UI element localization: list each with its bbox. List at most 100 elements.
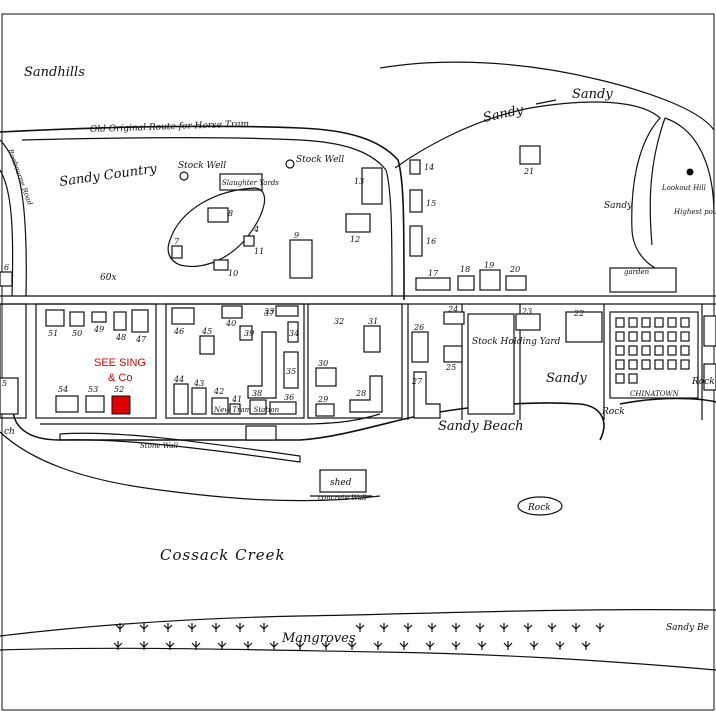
mangrove-icon [499, 623, 509, 632]
mangrove-icon [191, 641, 201, 650]
lot-25-building [443, 345, 463, 363]
lot-numbers: 6 7 8 9 10 11 12 13 14 15 16 17 18 19 20… [2, 163, 584, 404]
concrete-wall-label: concrete Wall [318, 494, 366, 502]
stock-well-2-label: Stock Well [296, 155, 344, 165]
lot-23-building [515, 313, 541, 331]
rock-label-1: Rock [527, 503, 551, 513]
mangrove-icon [163, 623, 173, 632]
lot-31-number: 31 [368, 317, 378, 326]
chinatown-house [615, 359, 625, 370]
lot-23-number: 23 [521, 307, 532, 316]
lot-31-building [363, 325, 381, 353]
chinatown-house [615, 331, 625, 342]
lot-53-number: 53 [88, 385, 98, 394]
lot-49-building [91, 311, 107, 323]
lot-36-building [269, 401, 297, 415]
chinatown-house [628, 373, 638, 384]
lot-26-number: 26 [413, 323, 424, 332]
lot-41-number: 41 [231, 395, 242, 404]
mangrove-icon [523, 623, 533, 632]
shed-label: shed [330, 478, 352, 488]
lot-26-building [411, 331, 429, 363]
lot-20-number: 20 [509, 265, 520, 274]
lot-17-number: 17 [428, 269, 439, 278]
mangrove-icon [477, 641, 487, 650]
lot-8-building [207, 207, 229, 223]
mangrove-icon [259, 623, 269, 632]
lot-14-building [409, 159, 421, 175]
lot-7-number: 7 [174, 237, 180, 246]
mangroves-label: Mangroves [281, 631, 356, 646]
sandy-label-4: Sandy [546, 371, 587, 386]
lot-6-building [0, 271, 13, 287]
mangrove-icon [211, 623, 221, 632]
lot-48-number: 48 [115, 333, 126, 342]
lot-51-number: 51 [48, 329, 58, 338]
lot-44-building [173, 383, 189, 415]
sandy-label-1: Sandy [482, 103, 526, 126]
mangrove-icon [399, 641, 409, 650]
lot-49-number: 49 [93, 325, 104, 334]
lot-19-building [479, 269, 501, 291]
mangrove-icon [547, 623, 557, 632]
lot-54-number: 54 [58, 385, 68, 394]
chinatown-house [628, 359, 638, 370]
lot-20-building [505, 275, 527, 291]
creek-bank-north [0, 431, 381, 502]
mangrove-icon [165, 641, 175, 650]
lot-17-building [415, 277, 451, 291]
tramway [40, 413, 381, 425]
lot-50-number: 50 [72, 329, 82, 338]
mangrove-icon [529, 641, 539, 650]
lot-29-number: 29 [317, 395, 328, 404]
mangrove-icon [113, 641, 123, 650]
sandy-label-3: Sandy [604, 201, 633, 211]
sandy-beach-right-label: Sandy Be [666, 623, 709, 633]
chinatown-house [667, 317, 677, 328]
lot-9-building [289, 239, 313, 279]
chinatown-house [680, 317, 690, 328]
lot-11-number: 11 [254, 247, 264, 256]
slaughter-yards-box [219, 173, 263, 191]
lot-54-building [55, 395, 79, 413]
chinatown-house [680, 359, 690, 370]
new-tram-station-label: New Tram Station [213, 406, 280, 414]
lot-24-number: 24 [447, 305, 458, 314]
lot-18-building [457, 275, 475, 291]
see-sing-co-label: & Co [108, 372, 132, 384]
see-sing-label: SEE SING [94, 357, 146, 369]
chinatown-house [680, 345, 690, 356]
lot-13-number: 13 [354, 177, 364, 186]
lot-21-number: 21 [523, 167, 534, 176]
left-road [0, 139, 27, 297]
lot-38-building [249, 399, 267, 415]
chinatown-house [628, 345, 638, 356]
mangrove-icon [475, 623, 485, 632]
sandy-dash [535, 99, 557, 105]
chinatown-house [615, 345, 625, 356]
mangrove-icon [187, 623, 197, 632]
mangrove-icon [139, 641, 149, 650]
chinatown-house [667, 331, 677, 342]
lot-37-building [247, 331, 277, 399]
stock-holding-yard-label: Stock Holding Yard [472, 337, 561, 347]
sandy-beach-label: Sandy Beach [438, 419, 523, 434]
cossack-creek-label: Cossack Creek [160, 546, 286, 564]
lot-52-number: 52 [114, 385, 124, 394]
lot-22-building [565, 311, 603, 343]
lot-51-building [45, 309, 65, 327]
mangrove-icon [347, 641, 357, 650]
new-tram-station-building [245, 425, 277, 441]
lot-35-building [283, 351, 299, 389]
chinatown-house [628, 331, 638, 342]
block-b [165, 303, 305, 419]
sandhill-contour-right [394, 101, 661, 269]
chinatown-house [680, 331, 690, 342]
mangrove-icon [373, 641, 383, 650]
mangrove-icon [403, 623, 413, 632]
mangrove-icon [139, 623, 149, 632]
stock-well-1-icon [179, 171, 189, 181]
mangrove-icon [115, 623, 125, 632]
mangrove-icon [295, 641, 305, 650]
stone-wall-label: Stone Wall [140, 442, 178, 450]
